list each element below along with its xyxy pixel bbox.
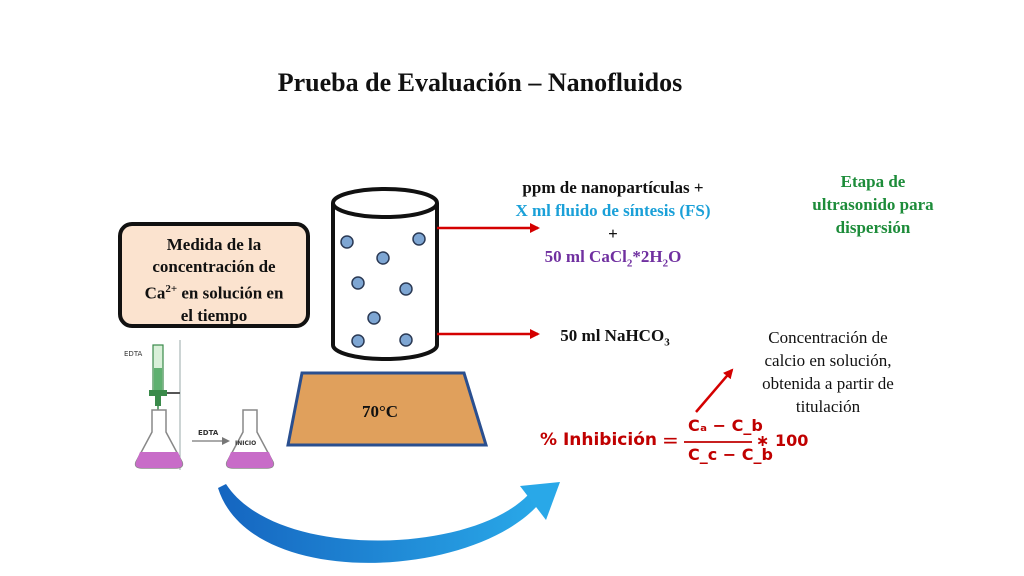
- reagent-ppm: ppm de nanopartículas +: [522, 178, 704, 197]
- conc-line-3: obtenida a partir de: [762, 374, 894, 393]
- reagent-plus: +: [608, 224, 618, 243]
- nahco-prefix: 50 ml NaHCO: [560, 326, 665, 345]
- measure-line-3: Ca2+ en solución en: [122, 278, 306, 305]
- titration-setup: [134, 340, 275, 470]
- reagent-fluid: X ml fluido de síntesis (FS): [515, 201, 711, 220]
- formula-numerator: Cₐ − C_b: [688, 416, 763, 435]
- arrow-edta-label: EDTA: [198, 429, 219, 437]
- formula-multiplier: ∗ 100: [756, 431, 809, 450]
- inhibition-formula: % Inhibición = Cₐ − C_b C_c − C_b ∗ 100: [540, 416, 820, 468]
- reagent-nahco3: 50 ml NaHCO3: [530, 326, 700, 348]
- flask-inicio-label: INICIO: [235, 440, 256, 447]
- formula-lhs: % Inhibición: [540, 430, 657, 450]
- ultrasound-line-3: dispersión: [835, 218, 911, 237]
- measure-line-2: concentración de: [152, 257, 276, 276]
- cacl-mid: *2H: [632, 247, 663, 266]
- measurement-box: Medida de la concentración de Ca2+ en so…: [118, 222, 310, 328]
- temperature-label: 70°C: [361, 402, 399, 421]
- nahco-sub: 3: [664, 336, 670, 349]
- reaction-cylinder: [331, 187, 439, 361]
- reagent-list: ppm de nanopartículas + X ml fluido de s…: [448, 176, 778, 275]
- nanoparticle-dots: [340, 232, 426, 348]
- page-title: Prueba de Evaluación – Nanofluidos: [277, 68, 683, 97]
- measure-ca-charge: 2+: [165, 283, 178, 295]
- cacl-sub2: 2: [662, 257, 669, 270]
- concentration-note: Concentración de calcio en solución, obt…: [728, 326, 928, 418]
- cacl-prefix: 50 ml CaCl: [544, 247, 627, 266]
- conc-line-2: calcio en solución,: [764, 351, 892, 370]
- cacl-sub1: 2: [626, 257, 633, 270]
- conc-line-4: titulación: [795, 397, 861, 416]
- conc-line-1: Concentración de: [768, 328, 888, 347]
- reagent-cacl2: 50 ml CaCl2*2H2O: [448, 245, 778, 275]
- cycle-arc-arrow: [218, 482, 560, 563]
- burette-label: EDTA: [124, 350, 143, 358]
- concentration-arrow: [695, 368, 734, 413]
- measure-line-4: el tiempo: [180, 305, 248, 325]
- heater-plate: [286, 371, 489, 447]
- formula-equals: =: [662, 428, 679, 452]
- ultrasound-line-2: ultrasonido para: [812, 195, 934, 214]
- cacl-suffix: O: [668, 247, 682, 266]
- formula-denominator: C_c − C_b: [688, 445, 773, 464]
- ultrasound-stage-label: Etapa de ultrasonido para dispersión: [788, 170, 958, 239]
- measure-ca: Ca: [144, 283, 166, 303]
- measure-line-1: Medida de la: [166, 235, 262, 254]
- ultrasound-line-1: Etapa de: [840, 172, 906, 191]
- measure-ca-suffix: en solución en: [177, 283, 284, 303]
